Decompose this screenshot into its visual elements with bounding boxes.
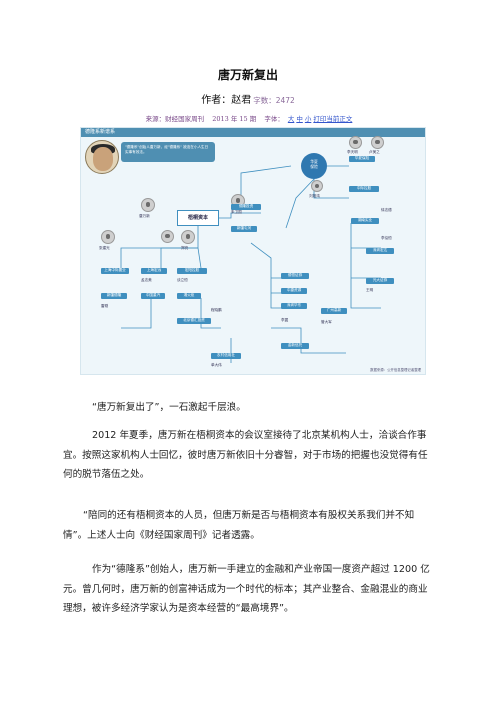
person-label: 卢美之 xyxy=(369,150,380,154)
person-label: 雷刚 xyxy=(101,304,109,308)
person-avatar xyxy=(371,136,384,149)
person-label: 郑亮 xyxy=(181,246,189,250)
entity-box: 德隆投资 xyxy=(231,204,261,210)
person-label: 程晓鹏 xyxy=(211,308,222,312)
paragraph-2: 2012 年夏季，唐万新在梧桐资本的会议室接待了北京某机构人士，洽谈合作事宜。按… xyxy=(63,430,428,480)
person-label: 李泓恒 xyxy=(381,236,392,240)
meta-line: 来源：财经国家周刊 2013 年 15 期 字体：大中小打印当前正文 xyxy=(0,113,496,123)
paragraph-4: 作为“德隆系”创始人，唐万新一手建立的金融和产业帝国一度资产超过 1200 亿元… xyxy=(63,564,430,614)
font-size-label: 字体： xyxy=(264,115,284,123)
person-label: 谈立恒 xyxy=(177,278,188,282)
entity-box: 北京德汇投资 xyxy=(177,318,211,324)
word-count: 字数：2472 xyxy=(253,96,295,105)
diagram-source-note: 数据来源：公开信息整理记者整理 xyxy=(370,368,421,372)
entity-box: 上海宏远 xyxy=(141,268,167,274)
quote-bubble: "德隆系"创始人唐万新，经"德隆系" 被迫在小人生日实事有效法。 xyxy=(121,142,215,162)
entity-box: 中国重汽 xyxy=(141,293,165,299)
person-label: 管大军 xyxy=(321,320,332,324)
diagram-header: 德隆系新谱系 xyxy=(81,128,425,137)
entity-box: 光大证券 xyxy=(366,278,394,284)
entity-box: 金新信托 xyxy=(281,343,309,349)
entity-box: 华夏保险 xyxy=(349,156,375,162)
person-label: 徐志德 xyxy=(381,208,392,212)
source-text: 来源：财经国家周刊 xyxy=(145,115,205,123)
person-label: 李翼 xyxy=(281,318,289,322)
entity-box: 湖南实业 xyxy=(351,218,379,224)
person-avatar xyxy=(349,136,362,149)
tang-wanxin-portrait xyxy=(85,140,119,174)
entity-box: 德恒证券 xyxy=(281,273,309,279)
entity-box: 中捷资源 xyxy=(281,288,307,294)
entity-box: 宏阳控股 xyxy=(177,268,207,274)
person-label: 李天明 xyxy=(347,150,358,154)
font-medium-link[interactable]: 中 xyxy=(296,115,303,123)
person-avatar xyxy=(101,230,115,244)
person-avatar xyxy=(161,230,174,243)
entity-box: 深圳宏达 xyxy=(366,248,394,254)
author-line: 作者：赵君字数：2472 xyxy=(0,91,496,106)
entity-box: 上海中际置业 xyxy=(101,268,129,274)
paragraph-3: “陪同的还有梧桐资本的人员，但唐万新是否与梧桐资本有股权关系我们并不知情”。上述… xyxy=(63,510,415,541)
circle-entity: 华夏 保险 xyxy=(301,153,327,179)
entity-box: 新疆德隆 xyxy=(101,293,127,299)
font-small-link[interactable]: 小 xyxy=(304,115,312,123)
person-avatar xyxy=(311,180,323,192)
author-name: 作者：赵君 xyxy=(201,95,252,106)
center-entity: 梧桐资本 xyxy=(177,210,219,226)
entity-box: 中际控股 xyxy=(349,186,379,192)
issue-text: 2013 年 15 期 xyxy=(212,115,257,123)
person-avatar xyxy=(141,198,155,212)
paragraph-1: “唐万新复出了”，一石激起千层浪。 xyxy=(92,402,246,413)
entity-box: 湘火炬 xyxy=(177,293,201,299)
entity-box: 广州高新 xyxy=(321,308,347,314)
person-label: 王明 xyxy=(366,288,374,292)
person-avatar xyxy=(181,230,195,244)
person-label: 唐万新 xyxy=(139,214,150,218)
entity-box: 农村信用社 xyxy=(211,353,241,359)
print-link[interactable]: 打印当前正文 xyxy=(313,115,353,123)
person-label: 孟志美 xyxy=(141,278,152,282)
entity-box: 深圳华东 xyxy=(281,303,307,309)
relationship-diagram: 德隆系新谱系 "德隆系"创始人唐万新，经"德隆系" 被迫在小人生日实事有效法。 xyxy=(80,127,426,375)
person-label: 朱卫国 xyxy=(231,210,242,214)
article-title: 唐万新复出 xyxy=(217,68,278,82)
person-label: 刘旭鸿 xyxy=(309,194,320,198)
person-label: 单大伟 xyxy=(211,363,222,367)
person-label: 张建光 xyxy=(99,246,110,250)
entity-box: 新疆屯河 xyxy=(231,226,257,232)
font-large-link[interactable]: 大 xyxy=(287,115,295,123)
